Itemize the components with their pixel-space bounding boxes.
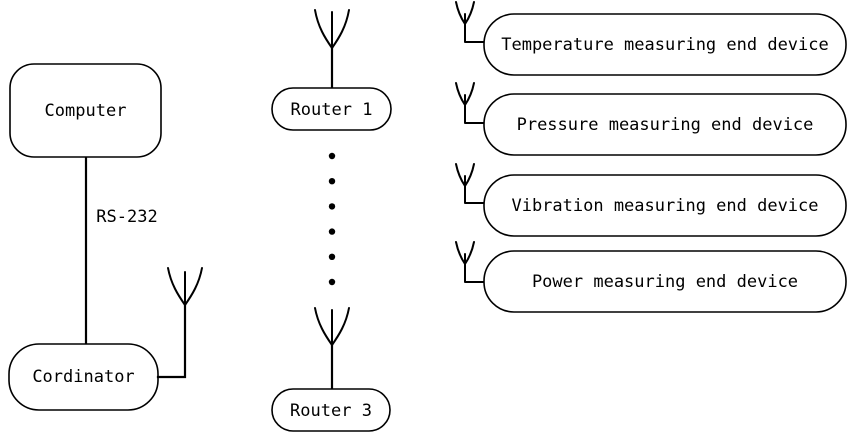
router-1-antenna-icon xyxy=(314,9,350,49)
temperature-antenna-icon xyxy=(455,1,485,43)
temperature-device-label: Temperature measuring end device xyxy=(501,35,829,55)
pressure-device-box xyxy=(483,93,847,156)
end-device-power: Power measuring end device xyxy=(455,241,847,313)
router-1-node: Router 1 xyxy=(271,87,392,131)
power-device-label: Power measuring end device xyxy=(532,272,798,292)
ellipsis-dot xyxy=(328,278,336,286)
router-3-label: Router 3 xyxy=(290,401,372,421)
vibration-antenna-icon xyxy=(455,163,485,204)
router-3-antenna-icon xyxy=(314,307,350,346)
rs232-label: RS-232 xyxy=(96,207,157,227)
computer-box xyxy=(9,63,162,158)
pressure-antenna-icon xyxy=(455,82,485,124)
computer-node: Computer xyxy=(9,63,162,158)
power-antenna-icon xyxy=(455,241,485,283)
end-device-temperature: Temperature measuring end device xyxy=(455,1,847,76)
ellipsis-dot xyxy=(328,253,336,260)
power-device-box xyxy=(483,250,847,313)
router-1-box xyxy=(271,87,392,131)
router-ellipsis xyxy=(328,152,336,286)
pressure-device-label: Pressure measuring end device xyxy=(517,115,814,135)
vibration-device-label: Vibration measuring end device xyxy=(511,196,818,216)
temperature-device-box xyxy=(483,13,847,76)
router-3-box xyxy=(271,388,391,432)
ellipsis-dot xyxy=(328,178,336,185)
end-device-vibration: Vibration measuring end device xyxy=(455,163,847,237)
router-1-label: Router 1 xyxy=(291,100,373,120)
ellipsis-dot xyxy=(328,203,336,210)
vibration-device-box xyxy=(483,174,847,237)
computer-label: Computer xyxy=(45,101,127,121)
coordinator-antenna-icon xyxy=(167,267,203,306)
coordinator-antenna-feed xyxy=(156,303,187,379)
coordinator-node: Cordinator xyxy=(8,343,159,411)
ellipsis-dot xyxy=(328,228,336,235)
coordinator-label: Cordinator xyxy=(32,367,134,387)
router-3-node: Router 3 xyxy=(271,388,391,432)
end-device-pressure: Pressure measuring end device xyxy=(455,82,847,156)
ellipsis-dot xyxy=(328,152,336,160)
